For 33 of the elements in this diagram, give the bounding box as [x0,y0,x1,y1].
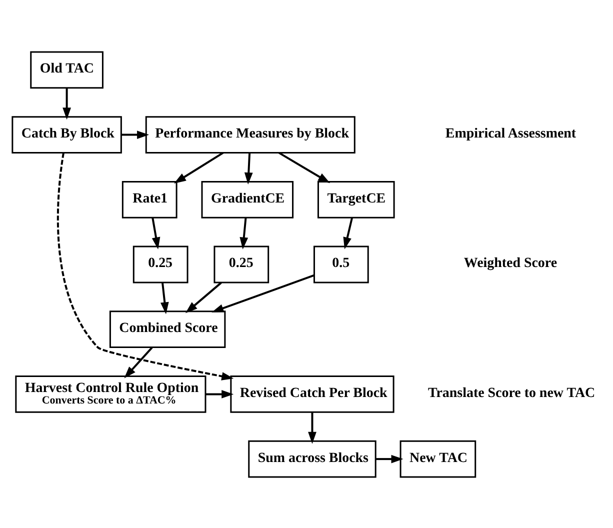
node-box: Sum across Blocks [248,440,376,478]
node-box: Catch By Block [12,116,122,153]
arrow [376,454,404,463]
arrow [160,282,169,314]
node-box: Performance Measures by Block [145,116,356,153]
label: Empirical Assessment [445,126,576,141]
arrow [343,217,354,249]
arrow [308,412,316,444]
node-box: Harvest Control Rule Option Converts Score to a ΔTAC% [15,375,206,412]
arrow [244,152,253,184]
node-box: Rate1 [122,180,178,218]
node-box: Old TAC [30,50,104,88]
arrow [62,88,71,120]
arrow [174,151,224,183]
node-box: New TAC [400,440,476,478]
node-box: 0.25 [214,245,270,283]
label: Weighted Score [464,256,558,271]
arrow [152,217,160,249]
node-box: TargetCE [317,180,395,218]
node-box: 0.5 [313,245,369,283]
node-box: GradientCE [201,180,294,218]
arrow [185,281,222,313]
arrow [206,390,234,398]
arrow [212,274,314,312]
node-box: 0.25 [132,245,188,283]
label: Translate Score to new TAC [428,385,596,400]
arrow [121,130,150,138]
node-box: Revised Catch Per Block [230,375,394,412]
arrow [124,346,153,378]
node-box: Combined Score [109,310,226,348]
arrow [278,151,330,183]
arrow [240,217,248,249]
arrow [57,152,234,380]
